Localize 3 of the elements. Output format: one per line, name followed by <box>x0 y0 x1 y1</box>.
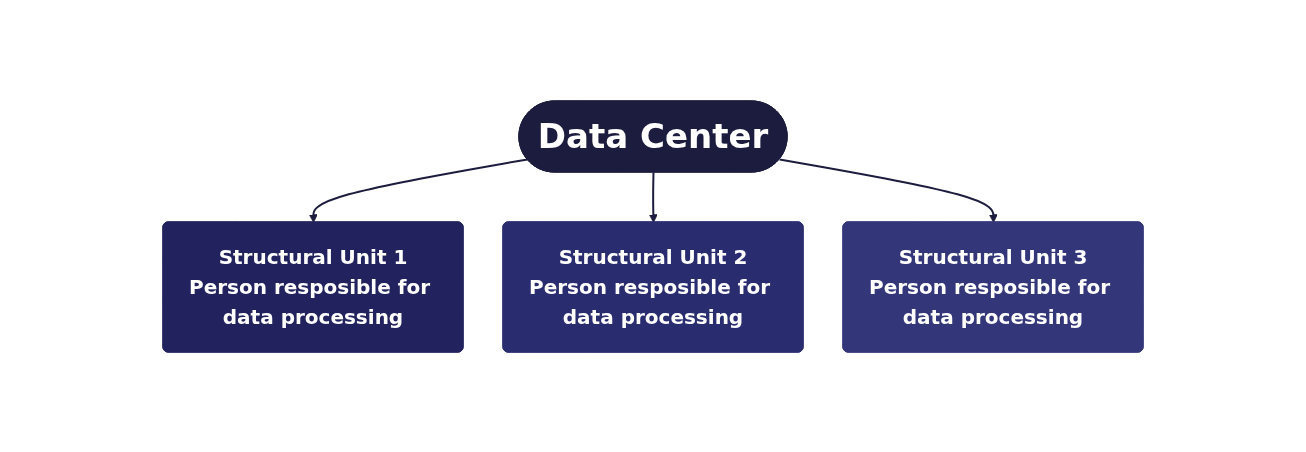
arrow <box>778 157 998 223</box>
arrow <box>648 171 658 223</box>
arrow <box>308 157 529 223</box>
